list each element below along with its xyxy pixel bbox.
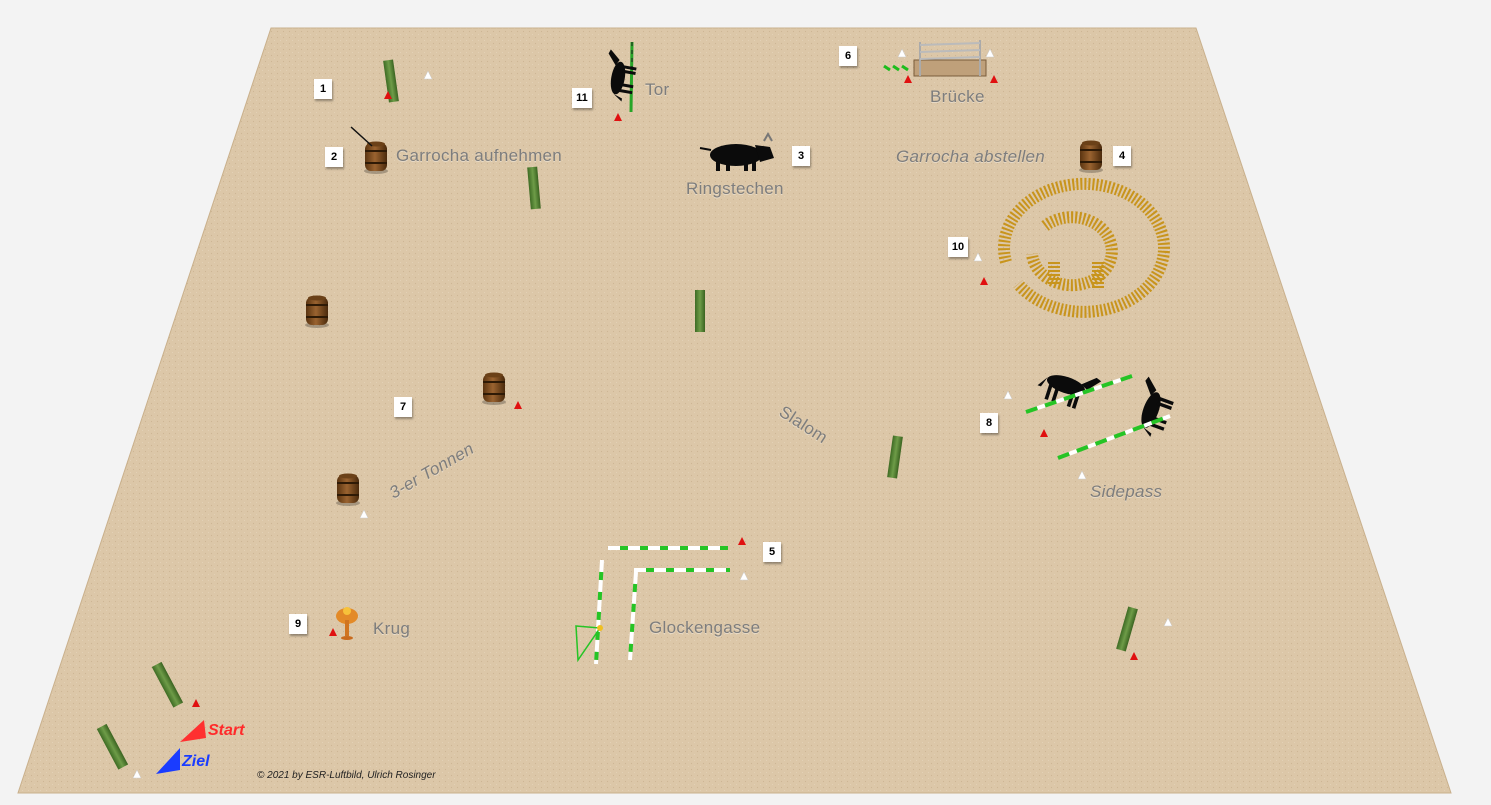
barrel	[336, 473, 360, 506]
station-number-11: 11	[572, 88, 592, 108]
station-number-1: 1	[314, 79, 332, 99]
label-garrocha-abstellen: Garrocha abstellen	[896, 147, 1046, 166]
legend-start: Start	[208, 722, 245, 739]
label-tor: Tor	[645, 80, 670, 99]
round-pen-labyrinth	[998, 177, 1170, 318]
bull-silhouette	[699, 131, 774, 171]
bridge-obstacle	[883, 40, 987, 77]
label-sidepass: Sidepass	[1090, 482, 1163, 501]
label-garrocha-aufnehmen: Garrocha aufnehmen	[396, 146, 563, 165]
arena-floor	[17, 27, 1452, 794]
station-number-10: 10	[948, 237, 968, 257]
station-number-2: 2	[325, 147, 343, 167]
garrocha-pole	[629, 41, 634, 113]
station-number-5: 5	[763, 542, 781, 562]
station-number-9: 9	[289, 614, 307, 634]
green-post	[1116, 606, 1138, 652]
sidepass-poles	[1025, 374, 1171, 460]
green-post	[151, 661, 184, 708]
green-post	[887, 435, 903, 479]
green-post	[96, 723, 129, 770]
glockengasse-poles	[575, 546, 730, 665]
krug-table	[336, 607, 358, 640]
station-number-6: 6	[839, 46, 857, 66]
copyright: © 2021 by ESR-Luftbild, Ulrich Rosinger	[257, 770, 436, 781]
barrel	[364, 141, 388, 174]
garrocha-stick	[350, 126, 373, 147]
start-marker	[180, 720, 206, 742]
station-number-4: 4	[1113, 146, 1131, 166]
green-post	[383, 59, 399, 103]
barrel	[482, 372, 506, 405]
barrel	[1079, 140, 1103, 173]
label-bruecke: Brücke	[930, 87, 985, 106]
label-ringstechen: Ringstechen	[686, 179, 784, 198]
label-glockengasse: Glockengasse	[649, 618, 761, 637]
barrel	[305, 295, 329, 328]
station-number-3: 3	[792, 146, 810, 166]
green-post	[527, 166, 541, 210]
label-krug: Krug	[373, 619, 411, 638]
green-post	[695, 290, 705, 332]
station-number-8: 8	[980, 413, 998, 433]
station-number-7: 7	[394, 397, 412, 417]
legend-ziel: Ziel	[182, 753, 210, 770]
ziel-marker	[156, 748, 180, 774]
